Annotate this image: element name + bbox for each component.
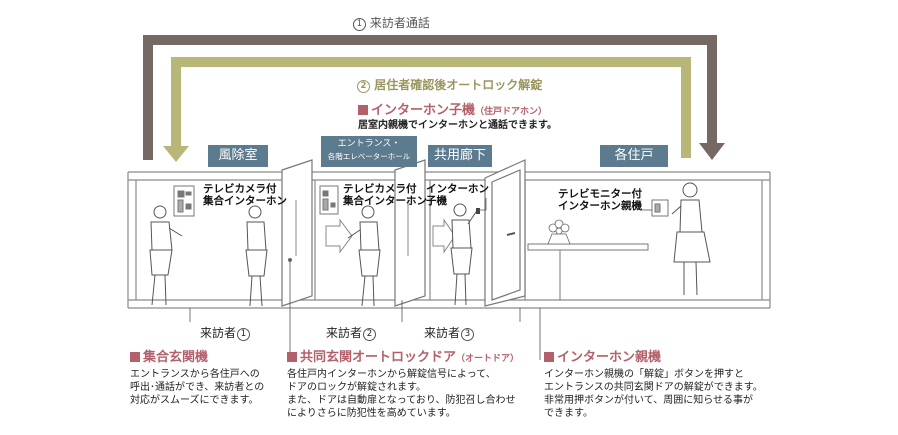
route1-stub bbox=[143, 150, 153, 160]
child-unit-pointer bbox=[478, 198, 487, 211]
child-unit-callout: インターホン子機（住戸ドアホン） bbox=[358, 99, 547, 118]
section-entrance-unit: 集合玄関機 エントランスから各住戸への 呼出･通話ができ、来訪者との 対応がスム… bbox=[130, 346, 264, 407]
visitor-pointers bbox=[189, 262, 541, 360]
device-tag-2-line1: テレビカメラ付 bbox=[343, 183, 417, 195]
room-label-entrance-line1: エントランス・ bbox=[337, 139, 401, 149]
unit-door bbox=[484, 159, 526, 307]
section-autolock-door-title: 共同玄関オートロックドア（オートドア） bbox=[287, 346, 519, 365]
door-phone-unit bbox=[476, 208, 480, 214]
device-tag-4: テレビモニター付 インターホン親機 bbox=[558, 188, 642, 212]
flow-arrow-2 bbox=[432, 218, 456, 254]
person-visitor-1 bbox=[149, 205, 183, 306]
building-walls bbox=[127, 171, 771, 309]
section-entrance-unit-title: 集合玄関機 bbox=[130, 346, 264, 365]
device-tag-4-line2: インターホン親機 bbox=[558, 200, 642, 212]
plant bbox=[547, 219, 571, 245]
windbreak-door bbox=[281, 159, 313, 307]
device-tag-3: インターホン 子機 bbox=[426, 183, 489, 207]
child-unit-marker bbox=[358, 105, 368, 115]
visitor-label-2-num: 2 bbox=[363, 328, 377, 341]
child-unit-title: インターホン子機 bbox=[371, 103, 476, 118]
visitor-label-1-num: 1 bbox=[237, 328, 251, 341]
device-tag-3-line1: インターホン bbox=[426, 183, 489, 195]
room-label-entrance: エントランス・ 各階エレベーターホール bbox=[321, 136, 417, 167]
visitor-label-2-text: 来訪者 bbox=[326, 326, 363, 340]
route2-number: 2 bbox=[357, 80, 370, 93]
section-autolock-door: 共同玄関オートロックドア（オートドア） 各住戸内インターホンから解錠信号によって… bbox=[287, 346, 519, 420]
route1-text: 来訪者通話 bbox=[369, 16, 430, 30]
auto-lock-door bbox=[394, 159, 426, 307]
device-tag-1-line2: 集合インターホン bbox=[203, 195, 287, 207]
route2-arrow-path bbox=[171, 57, 691, 158]
route1-number: 1 bbox=[353, 18, 366, 31]
device-tag-1-line1: テレビカメラ付 bbox=[203, 183, 277, 195]
route1-label: 1 来訪者通話 bbox=[352, 14, 430, 31]
route1-arrow-head bbox=[699, 143, 725, 160]
child-unit-desc: 居室内親機でインターホンと通話できます。 bbox=[358, 120, 557, 131]
master-monitor bbox=[651, 199, 669, 217]
visitor-label-3-text: 来訪者 bbox=[424, 326, 461, 340]
route2-label: 2 居住者確認後オートロック解錠 bbox=[356, 76, 542, 93]
visitor-label-1-text: 来訪者 bbox=[200, 326, 237, 340]
device-tag-2: テレビカメラ付 集合インターホン bbox=[343, 183, 427, 207]
visitor-label-3-num: 3 bbox=[461, 328, 475, 341]
section-master-unit-body: インターホン親機の「解錠」ボタンを押すと エントランスの共同玄関ドアの解錠ができ… bbox=[544, 369, 763, 419]
device-tag-3-line2: 子機 bbox=[426, 195, 447, 207]
room-label-corridor: 共用廊下 bbox=[428, 145, 492, 167]
person-visitor-1b bbox=[245, 205, 268, 307]
device-tag-1: テレビカメラ付 集合インターホン bbox=[203, 183, 287, 207]
route2-text: 居住者確認後オートロック解錠 bbox=[374, 78, 543, 92]
route2-arrow-head bbox=[163, 146, 189, 162]
flow-arrow-1 bbox=[325, 218, 353, 254]
entrance-panel-2 bbox=[319, 185, 339, 215]
room-label-windbreak: 風除室 bbox=[208, 145, 268, 167]
section-autolock-door-body: 各住戸内インターホンから解錠信号によって、 ドアのロックが解錠されます。 また、… bbox=[287, 369, 516, 419]
device-tag-2-line2: 集合インターホン bbox=[343, 195, 427, 207]
entrance-panel-1 bbox=[173, 185, 195, 217]
section-entrance-unit-body: エントランスから各住戸への 呼出･通話ができ、来訪者との 対応がスムーズにできま… bbox=[130, 369, 265, 406]
person-visitor-3 bbox=[450, 203, 477, 306]
route1-arrow-path bbox=[143, 35, 717, 158]
child-unit-sub: （住戸ドアホン） bbox=[475, 107, 548, 117]
shelf bbox=[527, 243, 649, 300]
room-label-unit: 各住戸 bbox=[600, 145, 668, 167]
section-master-unit-title: インターホン親機 bbox=[544, 346, 763, 365]
device-tag-4-line1: テレビモニター付 bbox=[558, 188, 642, 200]
person-visitor-2 bbox=[347, 205, 381, 307]
room-label-entrance-line2: 各階エレベーターホール bbox=[327, 152, 411, 161]
section-master-unit: インターホン親機 インターホン親機の「解錠」ボタンを押すと エントランスの共同玄… bbox=[544, 346, 763, 420]
person-resident bbox=[671, 182, 711, 296]
